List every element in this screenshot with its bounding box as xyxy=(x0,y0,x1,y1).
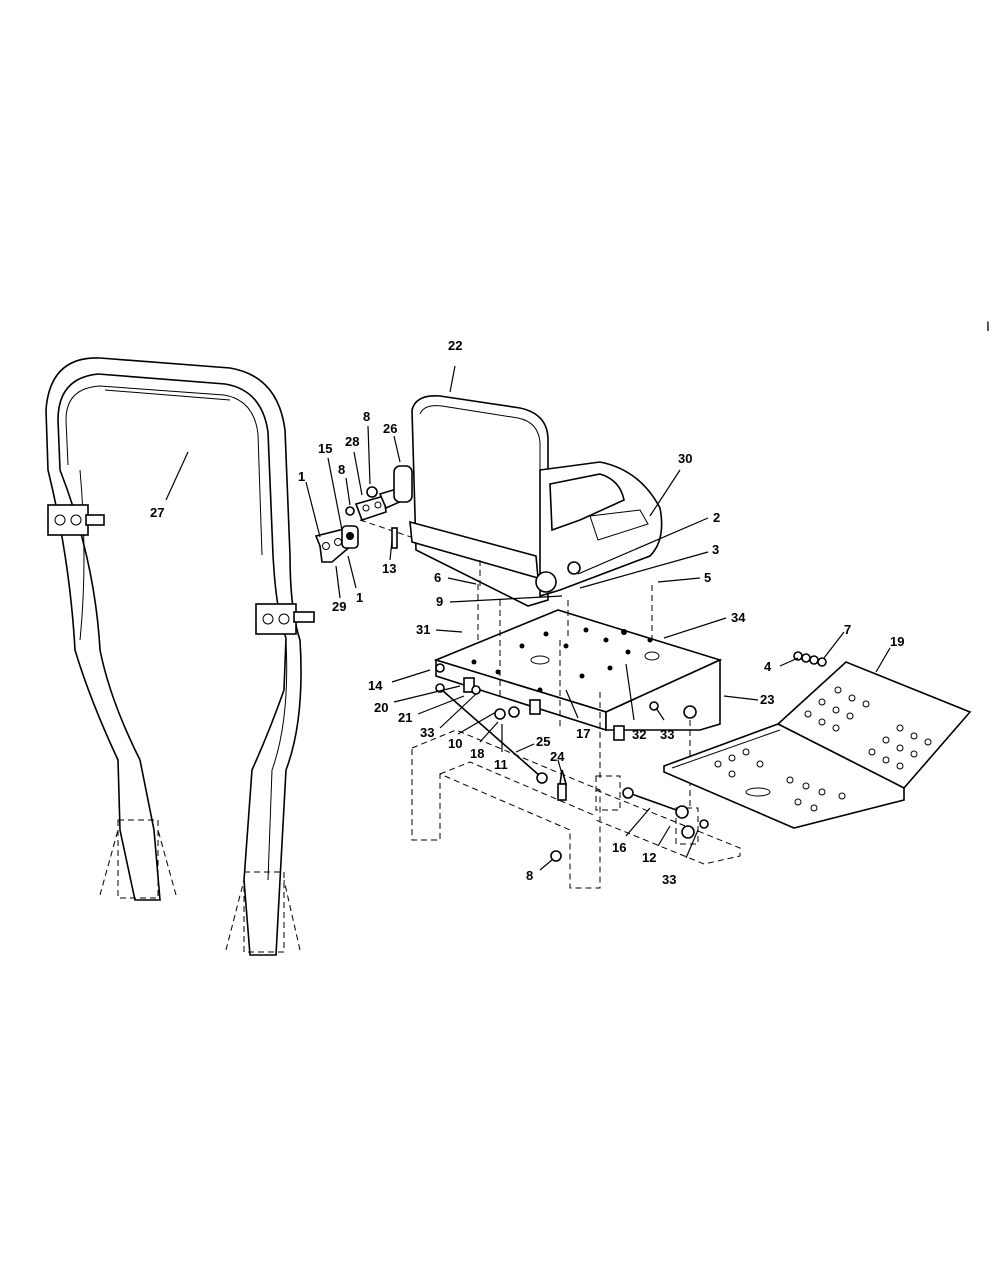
callout-28: 28 xyxy=(345,434,359,449)
seat-pan xyxy=(433,584,723,741)
callout-8: 8 xyxy=(338,462,345,477)
callout-24: 24 xyxy=(550,749,565,764)
callout-15: 15 xyxy=(318,441,332,456)
callout-2: 2 xyxy=(713,510,720,525)
leader-lines xyxy=(165,365,891,871)
page-mark: I xyxy=(986,318,990,334)
callout-22: 22 xyxy=(448,338,462,353)
callout-32: 32 xyxy=(632,727,646,742)
seat xyxy=(393,394,663,607)
latch-right xyxy=(255,603,315,635)
callout-23: 23 xyxy=(760,692,774,707)
callout-7: 7 xyxy=(844,622,851,637)
foot-plate xyxy=(663,651,972,829)
callout-34: 34 xyxy=(731,610,746,625)
callout-26: 26 xyxy=(383,421,397,436)
callout-21: 21 xyxy=(398,710,412,725)
callout-17: 17 xyxy=(576,726,590,741)
callout-18: 18 xyxy=(470,746,484,761)
callout-25: 25 xyxy=(536,734,550,749)
callout-16: 16 xyxy=(612,840,626,855)
callout-29: 29 xyxy=(332,599,346,614)
foot-plate-holes xyxy=(714,686,932,812)
callout-1: 1 xyxy=(356,590,363,605)
callout-9: 9 xyxy=(436,594,443,609)
callout-30: 30 xyxy=(678,451,692,466)
latch-left xyxy=(47,504,105,536)
callout-20: 20 xyxy=(374,700,388,715)
callout-12: 12 xyxy=(642,850,656,865)
callout-33: 33 xyxy=(662,872,676,887)
callout-27: 27 xyxy=(150,505,164,520)
callout-1: 1 xyxy=(298,469,305,484)
callout-8: 8 xyxy=(363,409,370,424)
callout-33: 33 xyxy=(660,727,674,742)
callout-19: 19 xyxy=(890,634,904,649)
callout-31: 31 xyxy=(416,622,430,637)
roll-bar xyxy=(45,357,315,956)
callout-13: 13 xyxy=(382,561,396,576)
callout-8: 8 xyxy=(526,868,533,883)
callout-11: 11 xyxy=(494,757,508,772)
callout-3: 3 xyxy=(712,542,719,557)
callout-labels: 22 27 8 28 26 15 8 1 13 29 1 30 2 3 6 5 … xyxy=(150,338,904,887)
callout-14: 14 xyxy=(368,678,383,693)
callout-5: 5 xyxy=(704,570,711,585)
callout-4: 4 xyxy=(764,659,772,674)
callout-6: 6 xyxy=(434,570,441,585)
callout-10: 10 xyxy=(448,736,462,751)
callout-33: 33 xyxy=(420,725,434,740)
